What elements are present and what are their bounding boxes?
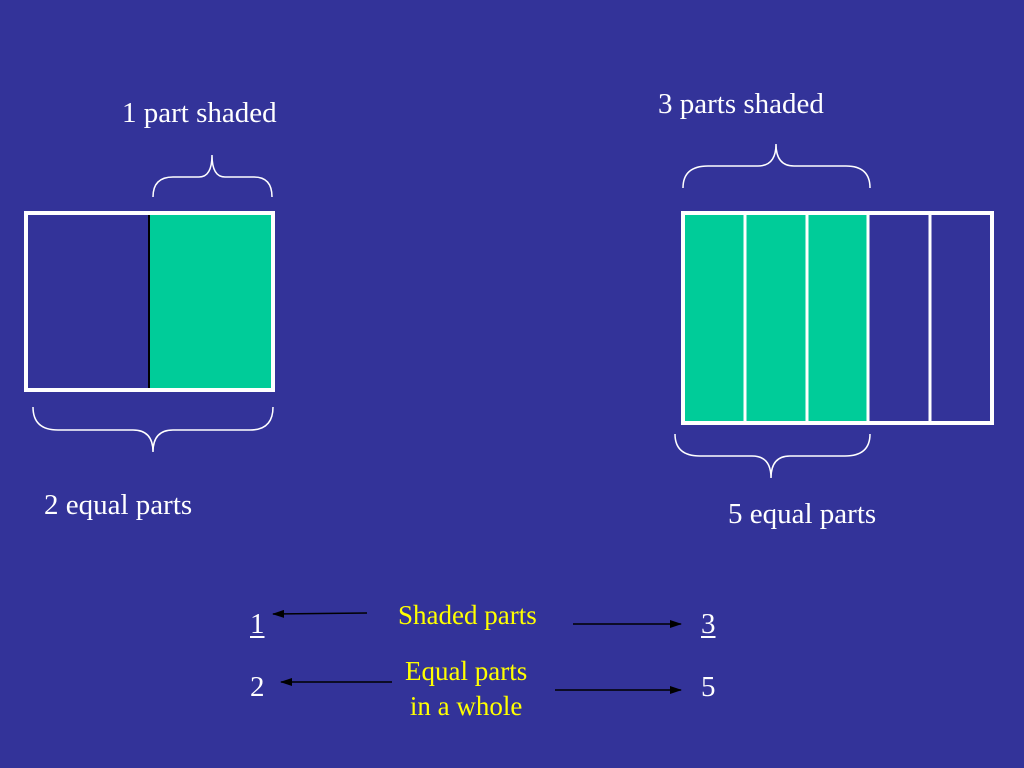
left-model-outline bbox=[24, 211, 275, 392]
right-numerator: 3 bbox=[701, 608, 716, 640]
left-fraction-model bbox=[24, 211, 275, 392]
equal-parts-label-line-2: in a whole bbox=[409, 690, 523, 721]
left-bottom-label: 2 equal parts bbox=[44, 489, 193, 521]
left-denominator: 2 bbox=[250, 671, 265, 703]
left-model-part-2 bbox=[149, 213, 273, 390]
equal-parts-label: Equal parts in a whole bbox=[405, 654, 527, 723]
right-model-part-3 bbox=[807, 213, 868, 423]
left-top-brace bbox=[152, 154, 273, 198]
right-model-outline bbox=[681, 211, 994, 425]
right-model-part-1 bbox=[683, 213, 745, 423]
left-numerator: 1 bbox=[250, 608, 265, 640]
equal-parts-label-line-1: Equal parts bbox=[405, 656, 528, 686]
right-bottom-label: 5 equal parts bbox=[728, 498, 877, 530]
right-denominator: 5 bbox=[701, 671, 716, 703]
arrow-to-left-numerator bbox=[272, 609, 368, 618]
left-bottom-brace bbox=[32, 406, 274, 453]
right-bottom-brace bbox=[674, 433, 871, 479]
right-fraction-model bbox=[681, 211, 994, 425]
right-top-brace bbox=[682, 143, 871, 189]
left-top-label: 1 part shaded bbox=[122, 97, 277, 129]
right-top-label: 3 parts shaded bbox=[658, 88, 824, 120]
shaded-parts-label: Shaded parts bbox=[398, 600, 537, 630]
right-model-part-2 bbox=[745, 213, 807, 423]
